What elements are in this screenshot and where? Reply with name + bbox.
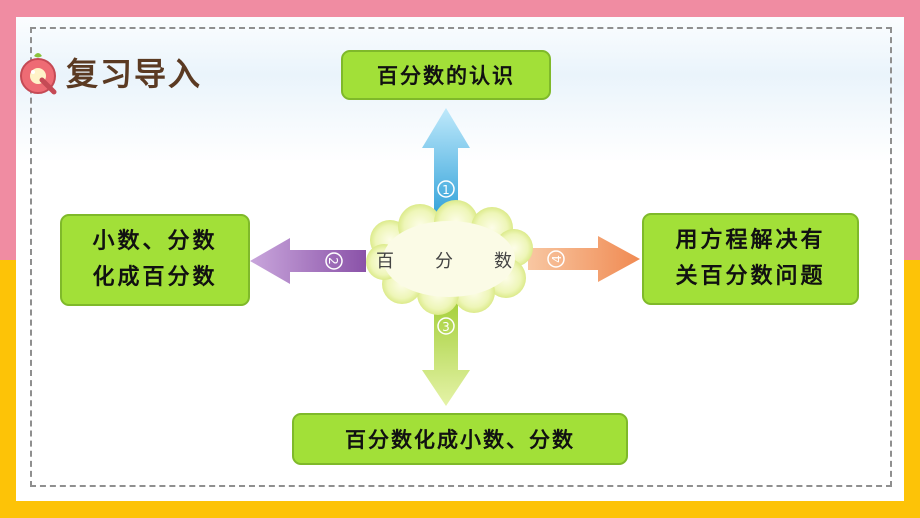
number-4: 4	[550, 255, 564, 263]
box-left-line-2: 化成百分数	[92, 265, 218, 290]
page-title: 复习导入	[66, 55, 203, 93]
center-char-2: 分	[435, 251, 453, 272]
q-logo-icon	[20, 53, 57, 95]
box-percent-recognition: 百分数的认识	[341, 50, 551, 100]
arrow-up	[422, 108, 470, 222]
box-left-line-1: 小数、分数	[92, 229, 218, 254]
number-badge-3	[437, 317, 455, 335]
number-2: 2	[326, 257, 340, 265]
arrow-left	[250, 238, 366, 284]
center-cloud	[366, 200, 533, 315]
dashed-frame	[30, 27, 892, 487]
center-char-3: 数	[494, 251, 512, 272]
number-3: 3	[442, 320, 450, 334]
number-badge-4	[547, 250, 565, 268]
box-right-line-1: 用方程解决有	[675, 228, 826, 253]
box-right-line-2: 关百分数问题	[675, 264, 826, 289]
arrow-right	[528, 236, 640, 282]
number-badge-1	[437, 180, 455, 198]
box-decimal-fraction-to-percent: 小数、分数 化成百分数	[60, 214, 250, 306]
center-char-1: 百	[376, 251, 394, 272]
box-bottom-text: 百分数化成小数、分数	[345, 428, 575, 452]
box-equation-problems: 用方程解决有 关百分数问题	[642, 213, 859, 305]
number-badge-2	[325, 252, 343, 270]
box-percent-to-decimal-fraction: 百分数化成小数、分数	[292, 413, 628, 465]
center-label: 百 分 数	[376, 247, 512, 272]
arrow-down	[422, 300, 470, 406]
box-top-text: 百分数的认识	[377, 64, 515, 88]
number-1: 1	[442, 183, 450, 197]
